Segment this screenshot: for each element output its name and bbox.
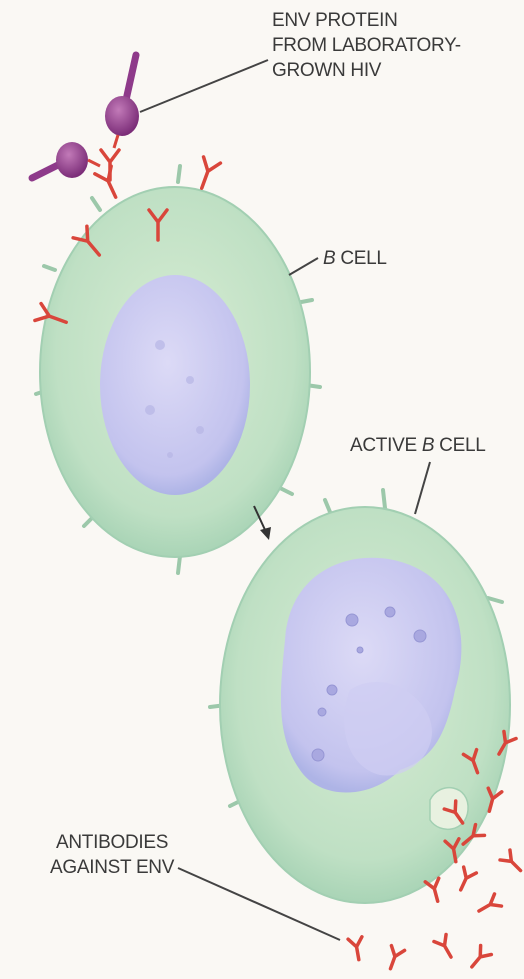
antibody xyxy=(434,935,457,961)
b-cell-nucleus xyxy=(100,275,250,495)
env-protein-label-line2: FROM LABORATORY- xyxy=(272,33,461,58)
b-cell xyxy=(36,166,320,573)
antibodies-label: ANTIBODIES AGAINST ENV xyxy=(50,830,174,880)
active-b-cell-label-suffix: CELL xyxy=(434,435,485,456)
env-protein xyxy=(105,55,139,148)
antibodies-label-line1: ANTIBODIES xyxy=(50,830,174,855)
env-protein-label-line1: ENV PROTEIN xyxy=(272,8,461,33)
active-b-cell-label-prefix: ACTIVE xyxy=(350,435,422,456)
active-b-cell-label: ACTIVE B CELL xyxy=(350,433,486,458)
b-cell-label-italic: B xyxy=(323,248,335,269)
active-b-cell-label-italic: B xyxy=(422,435,434,456)
env-proteins xyxy=(32,55,139,178)
active-b-cell-leader-line xyxy=(415,462,430,514)
antibody xyxy=(466,946,491,972)
antibody xyxy=(193,157,220,191)
antibody xyxy=(454,867,476,893)
b-cell-label: B CELL xyxy=(323,246,387,271)
env-leader-line xyxy=(140,60,268,112)
env-protein-label-line3: GROWN HIV xyxy=(272,58,461,83)
b-cell-label-text: CELL xyxy=(335,248,386,269)
antibodies-label-line2: AGAINST ENV xyxy=(50,855,174,880)
antibody xyxy=(95,166,124,201)
env-protein-label: ENV PROTEIN FROM LABORATORY- GROWN HIV xyxy=(272,8,461,83)
antibody xyxy=(475,894,501,917)
antibody xyxy=(384,946,405,971)
antibody xyxy=(425,878,444,903)
antibody xyxy=(348,937,366,961)
env-protein xyxy=(32,142,100,178)
antibody xyxy=(500,850,524,875)
b-cell-leader-line xyxy=(289,258,318,275)
